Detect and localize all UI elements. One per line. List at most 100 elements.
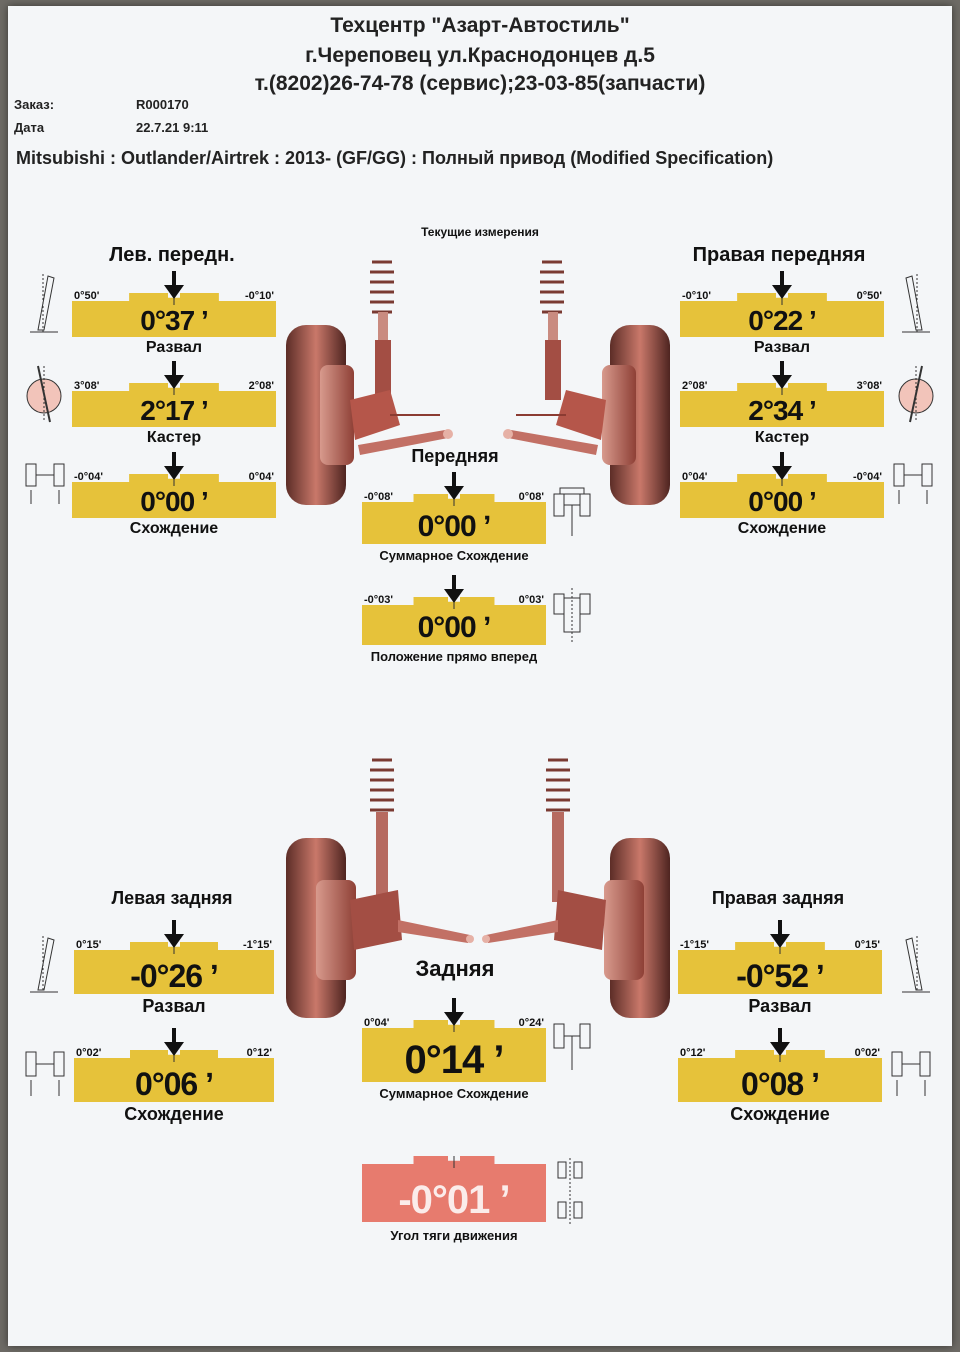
front-right-title: Правая передняя bbox=[692, 244, 866, 266]
front-right-camber-value: 0°22 ʼ bbox=[748, 305, 816, 336]
front-right-camber-arrow-icon bbox=[770, 271, 794, 306]
rear-left-camber-min-limit: 0°15' bbox=[76, 939, 102, 951]
caster-icon bbox=[898, 365, 934, 423]
rear-thrust-angle-range-bar bbox=[362, 1156, 546, 1222]
front-right-caster-value: 2°34 ʼ bbox=[748, 395, 816, 426]
rear-left-camber-gauge: 0°15' -1°15' -0°26 ʼ bbox=[74, 939, 274, 994]
rear-left-toe-value: 0°06 ʼ bbox=[135, 1066, 214, 1102]
front-left-caster-min-limit: 3°08' bbox=[74, 380, 100, 392]
front-total-toe-label: Суммарное Схождение bbox=[379, 548, 529, 563]
rear-left-toe-min-limit: 0°02' bbox=[76, 1047, 102, 1059]
front-right-toe-value: 0°00 ʼ bbox=[748, 486, 816, 517]
front-straight-ahead-max-limit: 0°03' bbox=[518, 594, 544, 606]
toe-icon bbox=[893, 463, 933, 504]
rear-right-toe-max-limit: 0°02' bbox=[854, 1047, 880, 1059]
front-left-camber-arrow-icon bbox=[162, 271, 186, 306]
front-left-toe-gauge: -0°04' 0°04' 0°00 ʼ bbox=[72, 471, 276, 518]
rear-total-toe-label: Суммарное Схождение bbox=[379, 1086, 529, 1101]
rear-total-toe-max-limit: 0°24' bbox=[518, 1017, 544, 1029]
camber-icon bbox=[30, 274, 58, 333]
front-right-camber-gauge: -0°10'0°50'0°22 ʼ bbox=[680, 290, 884, 337]
rear-right-title: Правая задняя bbox=[711, 888, 845, 908]
front-straight-ahead-gauge: -0°03' 0°03' 0°00 ʼ bbox=[362, 594, 546, 645]
rear-right-toe-min-limit: 0°12' bbox=[680, 1047, 706, 1059]
front-right-caster-min-limit: 2°08' bbox=[682, 380, 708, 392]
date-value: 22.7.21 9:11 bbox=[136, 120, 209, 135]
front-left-toe-min-limit: -0°04' bbox=[74, 471, 104, 483]
front-right-toe-label: Схождение bbox=[737, 520, 827, 537]
rear-total-toe-icon bbox=[553, 1023, 591, 1070]
rear-right-toe-value: 0°08 ʼ bbox=[741, 1066, 820, 1102]
front-right-caster-gauge: 2°08' 3°08' 2°34 ʼ bbox=[680, 380, 884, 427]
rear-suspension-illustration bbox=[286, 758, 670, 1018]
order-number: R000170 bbox=[136, 97, 189, 112]
camber-icon bbox=[902, 274, 930, 333]
rear-right-toe-gauge: 0°12' 0°02' 0°08 ʼ bbox=[678, 1047, 882, 1102]
front-left-camber-value: 0°37 ʼ bbox=[140, 305, 208, 336]
front-left-toe-max-limit: 0°04' bbox=[248, 471, 274, 483]
rear-total-toe-value: 0°14 ʼ bbox=[404, 1038, 505, 1082]
front-right-caster-max-limit: 3°08' bbox=[856, 380, 882, 392]
rear-thrust-angle-value: -0°01 ʼ bbox=[398, 1178, 510, 1222]
front-right-camber-min-limit: -0°10' bbox=[682, 290, 712, 302]
thrust-angle-icon bbox=[557, 1158, 583, 1226]
rear-right-camber-min-limit: -1°15' bbox=[680, 939, 710, 951]
rear-right-camber-value: -0°52 ʼ bbox=[736, 958, 825, 994]
rear-axle-title: Задняя bbox=[415, 956, 495, 981]
company-name: Техцентр "Азарт-Автостиль" bbox=[330, 14, 630, 37]
rear-left-toe-label: Схождение bbox=[124, 1104, 224, 1124]
total-toe-icon bbox=[553, 487, 591, 536]
front-left-caster-gauge: 3°08' 2°08' 2°17 ʼ bbox=[72, 380, 276, 427]
front-left-caster-arrow-icon bbox=[162, 361, 186, 396]
toe-icon bbox=[25, 1051, 65, 1096]
front-total-toe-arrow-icon bbox=[442, 472, 466, 507]
front-total-toe-max-limit: 0°08' bbox=[518, 491, 544, 503]
camber-icon bbox=[902, 936, 930, 993]
company-address: г.Череповец ул.Краснодонцев д.5 bbox=[305, 44, 655, 67]
rear-right-camber-max-limit: 0°15' bbox=[854, 939, 880, 951]
front-total-toe-value: 0°00 ʼ bbox=[417, 510, 492, 543]
rear-right-toe-arrow-icon bbox=[768, 1028, 792, 1063]
rear-right-camber-arrow-icon bbox=[768, 920, 792, 955]
front-right-toe-gauge: 0°04'-0°04'0°00 ʼ bbox=[680, 471, 884, 518]
date-label: Дата bbox=[14, 120, 45, 135]
front-left-toe-arrow-icon bbox=[162, 452, 186, 487]
rear-thrust-angle-gauge: -0°01 ʼ bbox=[362, 1156, 546, 1222]
rear-left-camber-max-limit: -1°15' bbox=[242, 939, 272, 951]
rear-right-camber-gauge: -1°15' 0°15' -0°52 ʼ bbox=[678, 939, 882, 994]
rear-thrust-angle-label: Угол тяги движения bbox=[390, 1228, 518, 1243]
toe-icon bbox=[25, 463, 65, 504]
caster-icon bbox=[26, 365, 62, 423]
company-phones: т.(8202)26-74-78 (сервис);23-03-85(запча… bbox=[254, 72, 706, 95]
front-left-caster-label: Кастер bbox=[146, 429, 202, 446]
front-right-caster-arrow-icon bbox=[770, 361, 794, 396]
front-axle-title: Передняя bbox=[411, 446, 499, 466]
rear-left-camber-label: Развал bbox=[142, 996, 206, 1016]
front-straight-ahead-label: Положение прямо вперед bbox=[370, 649, 538, 664]
front-left-caster-max-limit: 2°08' bbox=[248, 380, 274, 392]
front-left-toe-label: Схождение bbox=[129, 520, 219, 537]
front-left-camber-gauge: 0°50'-0°10'0°37 ʼ bbox=[72, 290, 276, 337]
order-label: Заказ: bbox=[14, 97, 55, 112]
front-straight-ahead-min-limit: -0°03' bbox=[364, 594, 394, 606]
rear-total-toe-arrow-icon bbox=[442, 998, 466, 1033]
toe-icon bbox=[891, 1051, 931, 1096]
front-left-camber-max-limit: -0°10' bbox=[244, 290, 274, 302]
front-left-title: Лев. передн. bbox=[109, 244, 235, 266]
front-left-toe-value: 0°00 ʼ bbox=[140, 486, 208, 517]
front-left-caster-value: 2°17 ʼ bbox=[140, 395, 208, 426]
front-right-toe-arrow-icon bbox=[770, 452, 794, 487]
vehicle-spec: Mitsubishi : Outlander/Airtrek : 2013- (… bbox=[16, 148, 774, 168]
front-total-toe-min-limit: -0°08' bbox=[364, 491, 394, 503]
rear-right-toe-label: Схождение bbox=[730, 1104, 830, 1124]
front-right-caster-label: Кастер bbox=[754, 429, 810, 446]
rear-total-toe-gauge: 0°04'0°24'0°14 ʼ bbox=[362, 1017, 546, 1082]
rear-right-camber-label: Развал bbox=[748, 996, 812, 1016]
alignment-report-sheet bbox=[8, 6, 952, 1346]
front-right-toe-min-limit: 0°04' bbox=[682, 471, 708, 483]
camber-icon bbox=[30, 936, 58, 993]
front-straight-ahead-value: 0°00 ʼ bbox=[417, 611, 492, 644]
steering-straight-icon bbox=[553, 588, 591, 642]
rear-left-title: Левая задняя bbox=[111, 888, 233, 908]
rear-left-camber-value: -0°26 ʼ bbox=[130, 958, 219, 994]
